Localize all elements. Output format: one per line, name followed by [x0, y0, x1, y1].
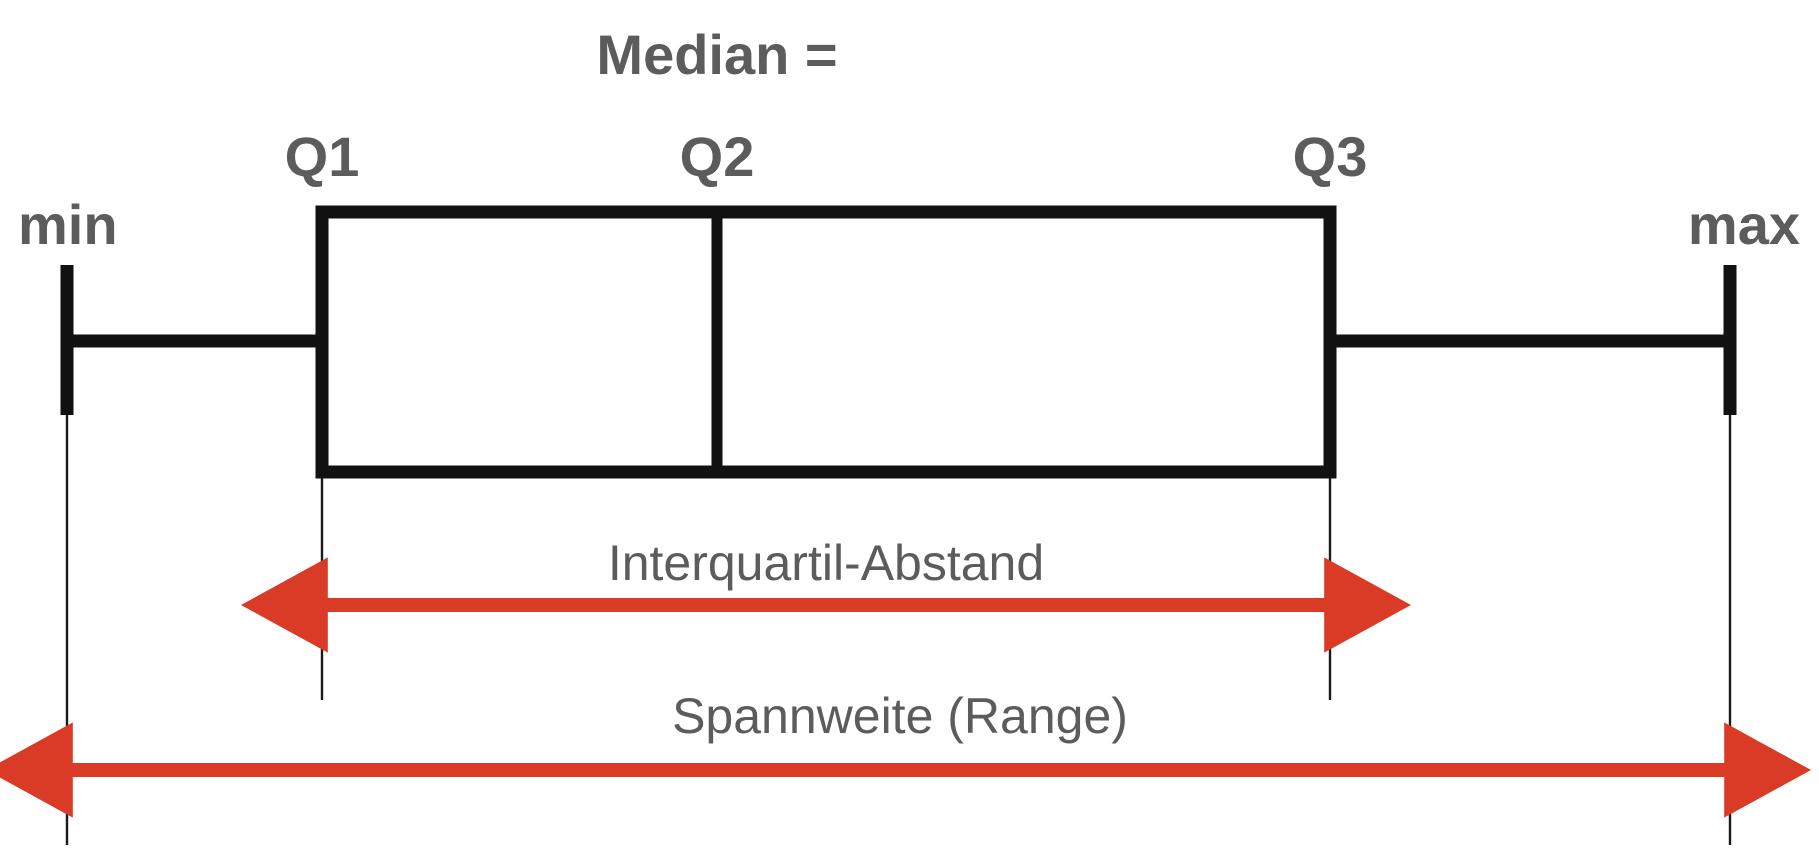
- boxplot-box: [315, 205, 1337, 479]
- label-q2: Q2: [679, 125, 755, 188]
- label-range: Spannweite (Range): [672, 688, 1128, 744]
- label-max: max: [1687, 193, 1800, 256]
- label-interquartile-range: Interquartil-Abstand: [607, 535, 1045, 591]
- label-median-prefix: Median =: [596, 23, 838, 86]
- whiskers: [60, 265, 1737, 415]
- label-q3: Q3: [1292, 125, 1368, 188]
- label-min: min: [18, 193, 118, 256]
- label-q1: Q1: [284, 125, 360, 188]
